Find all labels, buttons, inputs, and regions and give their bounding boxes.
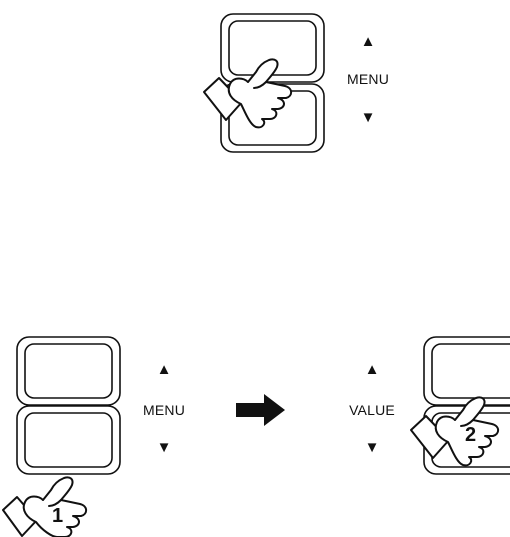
value-up-button[interactable] [431, 343, 510, 399]
pressing-hand-icon [203, 58, 293, 129]
step-number-2: 2 [465, 424, 477, 446]
right-arrow-icon [236, 394, 285, 426]
top-up-arrow-icon: ▲ [360, 33, 376, 50]
pressing-hand-1-icon [2, 476, 88, 537]
pressing-hand-2-icon [410, 396, 500, 467]
value-down-arrow-icon: ▼ [364, 439, 380, 456]
bottom-left-button-pair [16, 336, 121, 475]
menu-down-button[interactable] [24, 412, 113, 468]
top-down-arrow-icon: ▼ [360, 109, 376, 126]
menu-label: MENU [142, 402, 186, 418]
menu-down-arrow-icon: ▼ [156, 439, 172, 456]
value-label: VALUE [349, 402, 395, 418]
menu-up-arrow-icon: ▲ [156, 361, 172, 378]
value-up-arrow-icon: ▲ [364, 361, 380, 378]
step-number-1: 1 [52, 505, 64, 527]
top-menu-label: MENU [346, 71, 390, 87]
menu-up-button[interactable] [24, 343, 113, 399]
